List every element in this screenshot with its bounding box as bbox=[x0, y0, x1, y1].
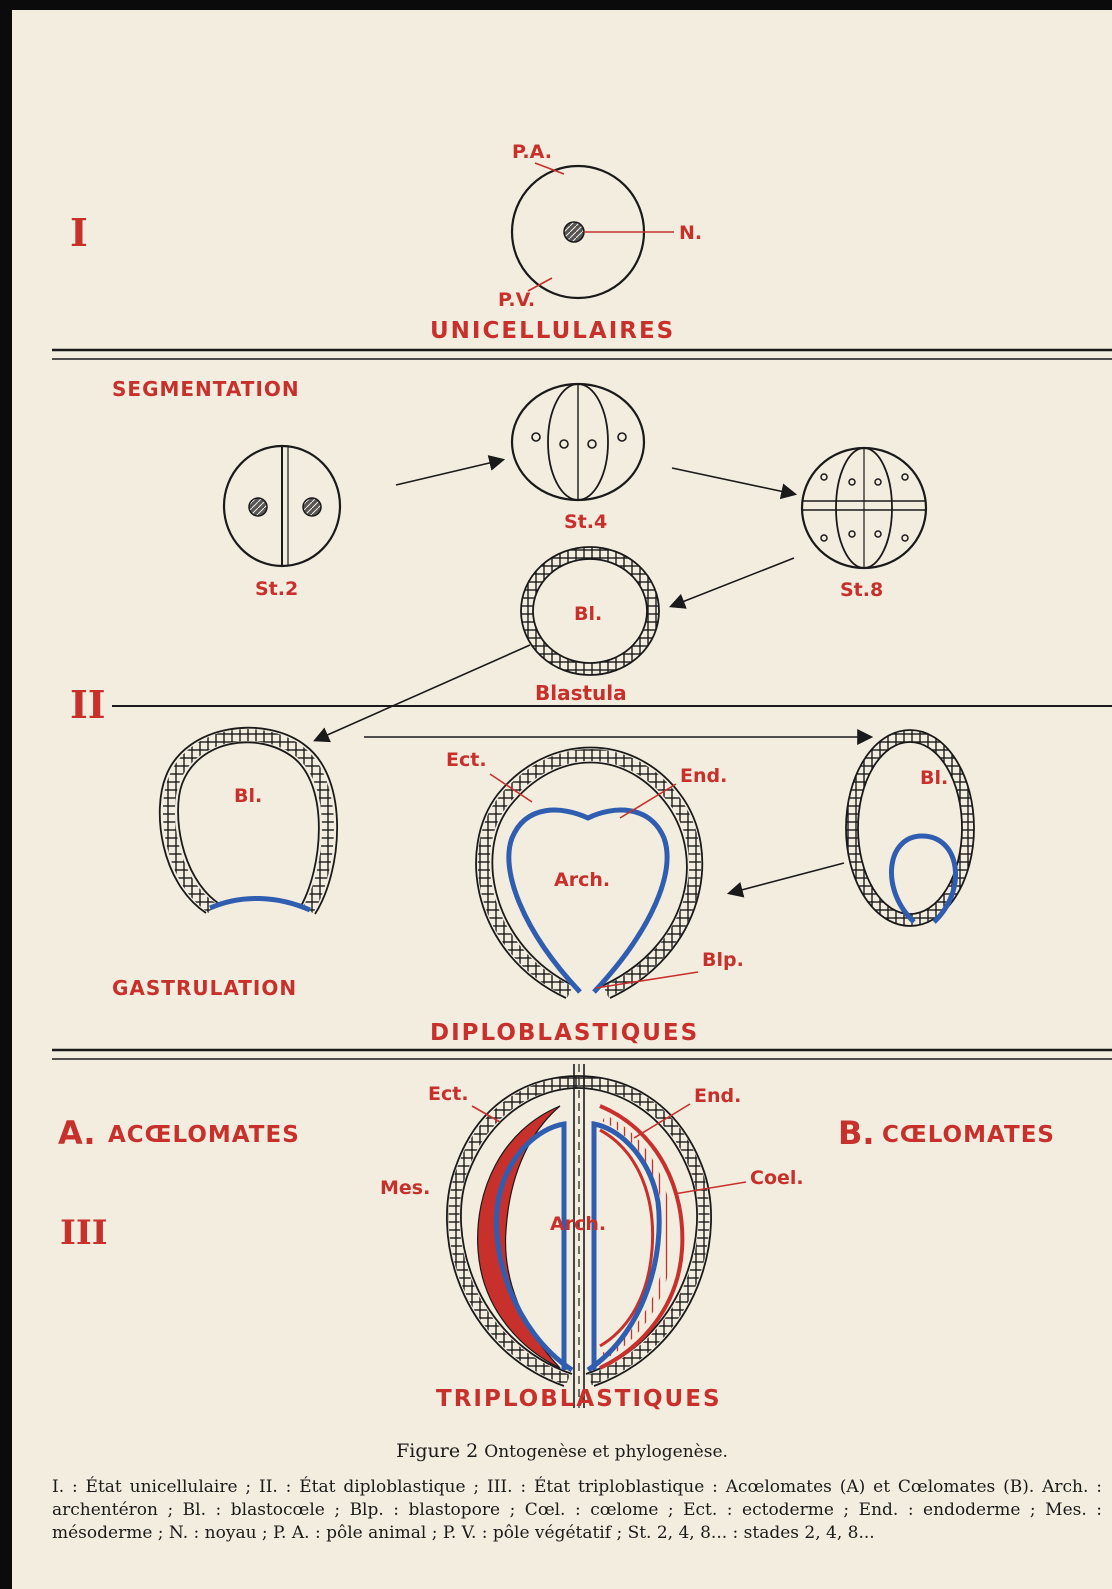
roman-numeral-3: III bbox=[60, 1213, 108, 1253]
page: I P.A. N. P.V. UNICELLULAIRES SEGMENTATI… bbox=[12, 10, 1112, 1589]
label-mes: Mes. bbox=[380, 1177, 430, 1199]
label-bl-right: Bl. bbox=[920, 767, 948, 789]
label-bl-blastula: Bl. bbox=[574, 603, 602, 625]
heading-coelomates: CŒLOMATES bbox=[882, 1122, 1055, 1148]
stage-4-embryo bbox=[512, 384, 644, 500]
label-st8: St.8 bbox=[840, 579, 883, 601]
heading-acoelomates: ACŒLOMATES bbox=[108, 1122, 300, 1148]
roman-numeral-2: II bbox=[70, 682, 106, 727]
arrow-blastula-left bbox=[316, 645, 530, 740]
roman-numeral-1: I bbox=[70, 210, 88, 255]
label-n: N. bbox=[679, 222, 702, 244]
label-ect-tri: Ect. bbox=[428, 1083, 469, 1105]
label-blastula: Blastula bbox=[535, 681, 627, 705]
letter-a: A. bbox=[58, 1114, 96, 1152]
label-st2: St.2 bbox=[255, 578, 298, 600]
label-end-gastrula: End. bbox=[680, 765, 727, 787]
early-gastrula bbox=[160, 728, 337, 914]
figure-title: Ontogenèse et phylogenèse. bbox=[484, 1442, 728, 1462]
arrow-st8-blastula bbox=[672, 558, 794, 606]
figure-caption: Figure 2 Ontogenèse et phylogenèse. bbox=[12, 1440, 1112, 1462]
label-end-tri: End. bbox=[694, 1085, 741, 1107]
heading-unicellulaires: UNICELLULAIRES bbox=[430, 318, 675, 344]
label-ect-gastrula: Ect. bbox=[446, 749, 487, 771]
stage-8-embryo bbox=[802, 448, 926, 568]
label-bl-left: Bl. bbox=[234, 785, 262, 807]
stage-2-embryo bbox=[224, 446, 340, 566]
heading-diploblastiques: DIPLOBLASTIQUES bbox=[430, 1020, 699, 1046]
label-st4: St.4 bbox=[564, 511, 607, 533]
letter-b: B. bbox=[838, 1114, 875, 1152]
figure-legend: I. : État unicellulaire ; II. : État dip… bbox=[52, 1476, 1102, 1545]
arrow-right-gastrula bbox=[730, 863, 844, 893]
heading-triploblastiques: TRIPLOBLASTIQUES bbox=[436, 1386, 722, 1412]
label-arch-gastrula: Arch. bbox=[554, 869, 610, 891]
mid-gastrula bbox=[846, 730, 974, 926]
ontogenesis-diagram: I P.A. N. P.V. UNICELLULAIRES SEGMENTATI… bbox=[12, 10, 1112, 1465]
arrow-st2-st4 bbox=[396, 460, 502, 485]
label-arch-tri: Arch. bbox=[550, 1213, 606, 1235]
figure-number: Figure 2 bbox=[396, 1440, 478, 1462]
arrow-st4-st8 bbox=[672, 468, 794, 494]
label-pv: P.V. bbox=[498, 289, 535, 311]
heading-gastrulation: GASTRULATION bbox=[112, 976, 297, 1000]
label-blp: Blp. bbox=[702, 949, 744, 971]
label-pa: P.A. bbox=[512, 141, 552, 163]
label-coel: Coel. bbox=[750, 1167, 804, 1189]
heading-segmentation: SEGMENTATION bbox=[112, 377, 300, 401]
